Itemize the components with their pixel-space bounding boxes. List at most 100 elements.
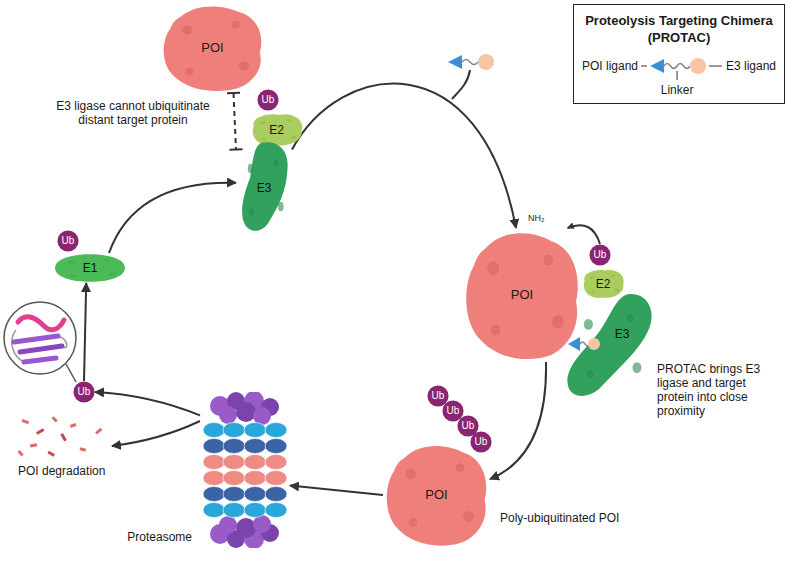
surface-texture (633, 362, 642, 373)
leader-line (641, 66, 647, 67)
e2-enzyme-outline (253, 114, 302, 145)
target-protein: POI (160, 3, 265, 93)
core-ring-subunit (223, 471, 245, 486)
proteasome-drawing (200, 392, 290, 548)
regulatory-cap (219, 516, 237, 534)
ubiquitin: Ub (470, 431, 492, 453)
connector-line (95, 392, 200, 415)
surface-texture (456, 463, 465, 471)
peptide-fragment (80, 447, 87, 451)
connector-line (490, 362, 546, 479)
surface-texture (287, 119, 292, 122)
core-ring-subunit (244, 439, 266, 454)
annotation: E3 ligase cannot ubiquitinate distant ta… (38, 99, 228, 127)
peptide-fragment (47, 451, 55, 457)
surface-texture (185, 68, 193, 75)
e3-ligand-circle (690, 58, 706, 74)
ribbon-helix (18, 317, 64, 330)
surface-texture (544, 255, 554, 266)
surface-texture (70, 275, 76, 277)
protac-legend-box: Proteolysis Targeting Chimera (PROTAC) PO… (573, 4, 785, 104)
core-ring-subunit (223, 455, 245, 470)
ubiquitin: Ub (257, 89, 279, 111)
poi-ligand-triangle (650, 59, 664, 73)
regulatory-cap (236, 518, 256, 538)
e3-ligand-circle (588, 338, 600, 350)
inhibition-bar (227, 92, 240, 95)
cycle-arrow (292, 84, 516, 228)
node-label: POI (425, 487, 447, 503)
core-ring-subunit (223, 503, 245, 518)
surface-texture (68, 261, 76, 264)
e2-enzyme-outline (584, 270, 624, 298)
node-label: E3 (257, 181, 272, 195)
cycle-arrow (109, 183, 236, 253)
surface-texture (463, 511, 474, 522)
ubiquitin-circle (470, 431, 491, 452)
annotation: PROTAC brings E3 ligase and target prote… (657, 362, 785, 418)
connector-line (290, 486, 383, 495)
legend-title: Proteolysis Targeting Chimera (PROTAC) (580, 12, 778, 46)
connector-line (292, 84, 516, 228)
node-label: E2 (269, 123, 284, 137)
zoom-circle (4, 302, 76, 374)
cycle-arrow (568, 225, 600, 244)
core-ring-subunit (223, 487, 245, 502)
node-label: Ub (475, 436, 488, 448)
surface-texture (405, 469, 416, 480)
ribbon-strand (24, 358, 56, 362)
connector-line (568, 225, 600, 244)
core-ring-subunit (203, 487, 225, 502)
peptide-fragment (36, 428, 44, 435)
surface-texture (182, 26, 193, 35)
regulatory-cap (236, 402, 256, 422)
join-line (452, 70, 470, 99)
core-ring-subunit (203, 439, 225, 454)
node-label: POI (511, 287, 533, 303)
regulatory-cap (219, 406, 237, 424)
cycle-arrow (290, 486, 383, 495)
peptide-fragment (70, 423, 77, 428)
ubiquitin: Ub (57, 230, 79, 252)
e1-enzyme: E1 (52, 253, 128, 283)
e1-enzyme-outline (55, 254, 125, 282)
ubiquitin-circle (442, 400, 463, 421)
ubiquitin-circle (589, 244, 610, 265)
peptide-fragment (18, 450, 24, 457)
core-ring-subunit (265, 487, 287, 502)
leader-line (709, 66, 722, 67)
linker-line (664, 64, 690, 69)
leader-line (677, 71, 678, 80)
proteasome: Proteasome (200, 392, 290, 548)
ubiquitin-circle (73, 381, 94, 402)
core-ring-subunit (244, 455, 266, 470)
ribbon-loop (12, 330, 24, 362)
surface-texture (552, 315, 564, 328)
node-label: Ub (462, 420, 475, 432)
connector-line (234, 93, 237, 150)
surface-texture (248, 164, 254, 174)
poi-ligand-triangle (448, 55, 462, 69)
surface-texture (104, 259, 110, 261)
cycle-arrow (490, 362, 546, 479)
cycle-arrow (84, 283, 86, 381)
e2-enzyme: E2 (248, 112, 305, 148)
core-ring-subunit (203, 503, 225, 518)
amine-group-label: NH₂ (528, 213, 545, 224)
poi-ligand-triangle (568, 337, 580, 351)
e3-ligase: E3 (236, 140, 292, 235)
node-label: E2 (596, 277, 611, 291)
annotation: Poly-ubiquitinated POI (500, 511, 619, 525)
legend-part-label: POI ligand (582, 59, 638, 73)
peptide-fragment (95, 428, 102, 435)
bound-protac (565, 292, 655, 400)
e2-enzyme: E2 (580, 268, 626, 300)
degradation-arrow (112, 421, 200, 446)
surface-texture (590, 276, 595, 279)
surface-texture (587, 370, 594, 379)
ribbon-strand (14, 336, 58, 342)
surface-texture (249, 208, 253, 216)
surface-texture (274, 159, 278, 167)
ubiquitin: Ub (589, 244, 611, 266)
node-label: Ub (62, 235, 75, 247)
